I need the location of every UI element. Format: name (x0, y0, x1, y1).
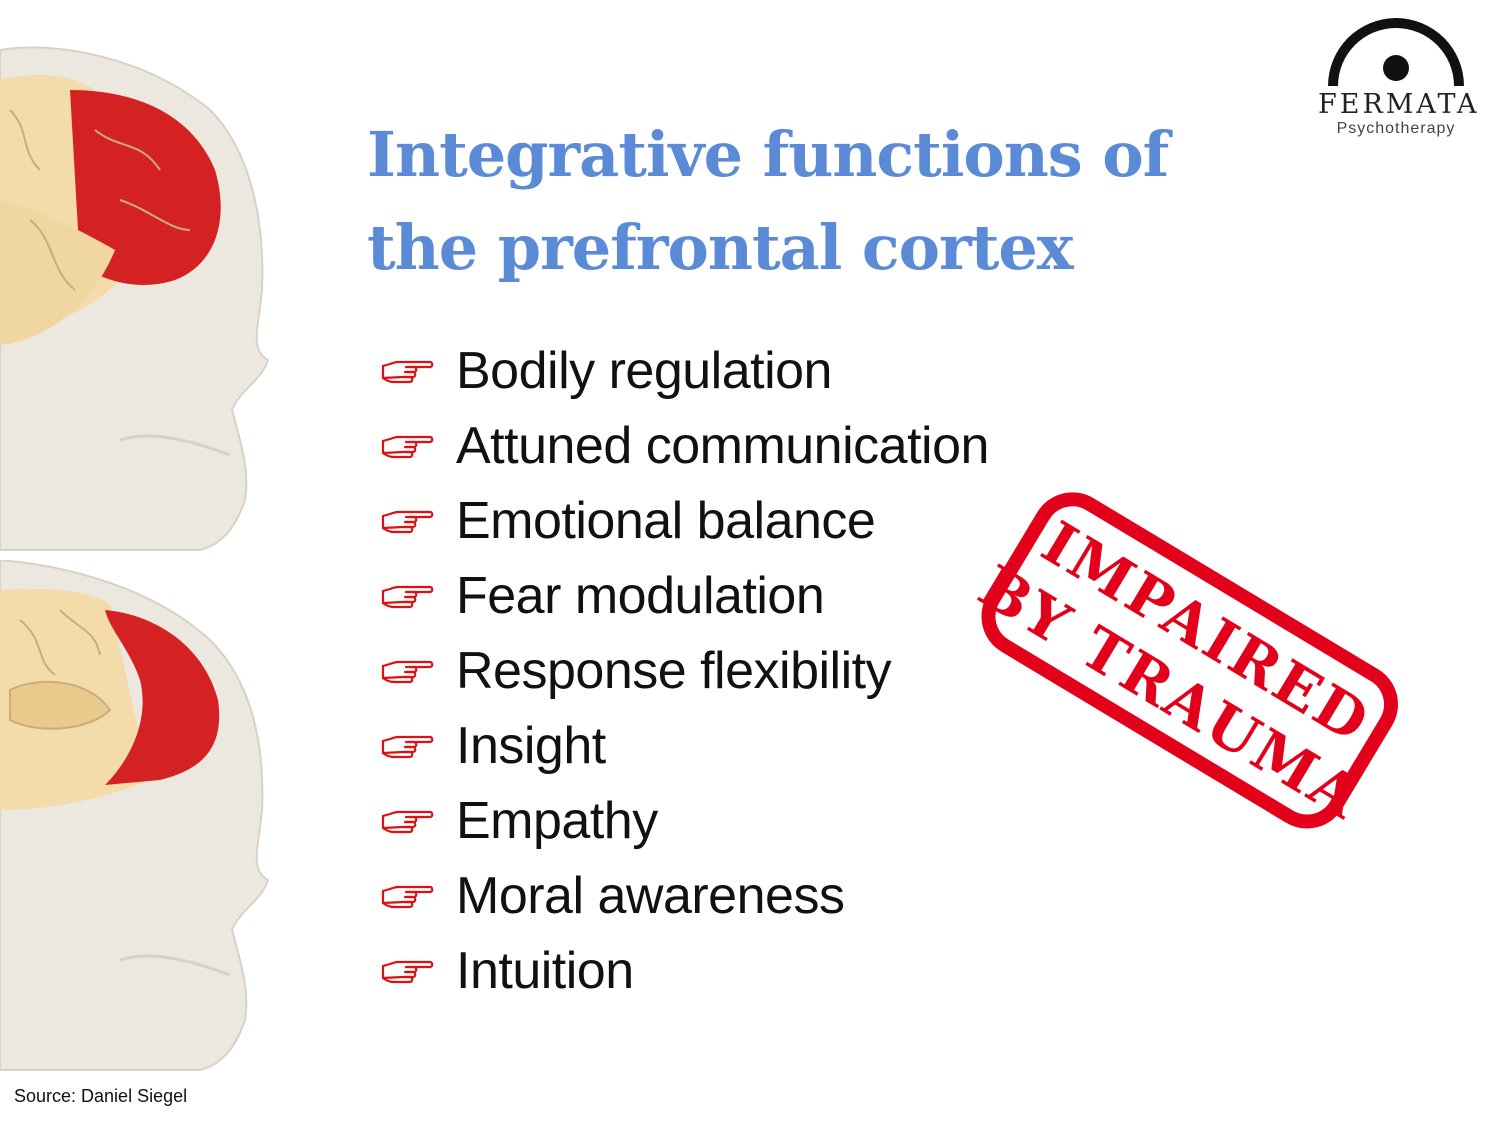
pointing-hand-icon (380, 731, 436, 761)
fermata-arc-icon (1328, 18, 1464, 86)
list-item: Emotional balance (380, 483, 989, 558)
list-item-label: Response flexibility (456, 641, 892, 700)
list-item: Fear modulation (380, 558, 989, 633)
pointing-hand-icon (380, 656, 436, 686)
brain-medial-illustration (0, 558, 290, 1080)
title-line-2: the prefrontal cortex (367, 211, 1074, 284)
list-item-label: Fear modulation (456, 566, 825, 625)
fermata-logo: FERMATA Psychotherapy (1318, 6, 1480, 137)
list-item: Moral awareness (380, 858, 989, 933)
brain-lateral-illustration (0, 0, 290, 555)
list-item-label: Attuned communication (456, 416, 989, 475)
list-item-label: Moral awareness (456, 866, 845, 925)
list-item: Attuned communication (380, 408, 989, 483)
pointing-hand-icon (380, 806, 436, 836)
list-item: Empathy (380, 783, 989, 858)
source-caption: Source: Daniel Siegel (14, 1086, 188, 1106)
list-item-label: Emotional balance (456, 491, 876, 550)
title-line-1: Integrative functions of (367, 118, 1169, 191)
pointing-hand-icon (380, 431, 436, 461)
impaired-by-trauma-stamp: IMPAIRED BY TRAUMA (955, 470, 1425, 850)
pointing-hand-icon (380, 506, 436, 536)
list-item: Bodily regulation (380, 333, 989, 408)
slide-title: Integrative functions of the prefrontal … (367, 108, 1267, 294)
list-item-label: Empathy (456, 791, 658, 850)
list-item: Insight (380, 708, 989, 783)
list-item-label: Bodily regulation (456, 341, 832, 400)
pointing-hand-icon (380, 356, 436, 386)
list-item: Intuition (380, 933, 989, 1008)
list-item-label: Insight (456, 716, 606, 775)
logo-subtitle: Psychotherapy (1336, 120, 1456, 137)
logo-name: FERMATA (1318, 89, 1480, 120)
pointing-hand-icon (380, 881, 436, 911)
pointing-hand-icon (380, 956, 436, 986)
pointing-hand-icon (380, 581, 436, 611)
function-list: Bodily regulation Attuned communication … (380, 333, 989, 1008)
list-item-label: Intuition (456, 941, 634, 1000)
list-item: Response flexibility (380, 633, 989, 708)
